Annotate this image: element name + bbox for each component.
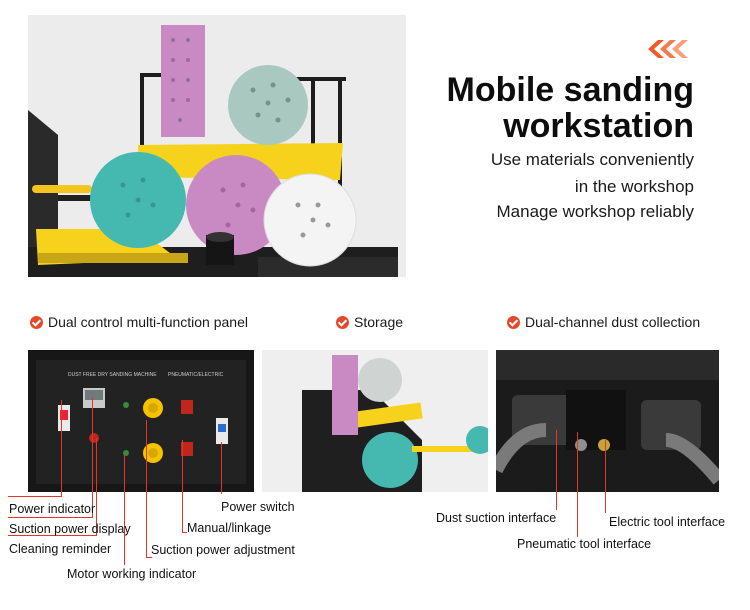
hero-title-line2: workstation xyxy=(503,107,694,145)
feature-storage-label: Storage xyxy=(354,314,404,330)
label-suction-power-adjustment: Suction power adjustment xyxy=(151,543,295,557)
feature-panel: Dual control multi-function panel xyxy=(30,314,248,330)
label-power-switch: Power switch xyxy=(221,500,295,514)
hero-product-photo xyxy=(28,15,406,277)
panel-header-text: DUST FREE DRY SANDING MACHINE xyxy=(68,372,157,378)
label-suction-power-display: Suction power display xyxy=(9,522,131,536)
hero-title-line1: Mobile sanding xyxy=(446,71,694,109)
feature-panel-label: Dual control multi-function panel xyxy=(48,314,248,330)
hero-title: Mobile sanding workstation xyxy=(447,72,694,144)
feature-dust: Dual-channel dust collection xyxy=(507,314,700,330)
label-electric-tool-interface: Electric tool interface xyxy=(609,515,726,529)
label-manual-linkage: Manual/linkage xyxy=(187,521,272,535)
control-panel-photo: DUST FREE DRY SANDING MACHINE PNEUMATIC/… xyxy=(28,350,254,492)
feature-dust-label: Dual-channel dust collection xyxy=(525,314,701,330)
check-icon xyxy=(336,315,349,329)
storage-photo xyxy=(262,350,488,492)
label-dust-suction-interface: Dust suction interface xyxy=(436,511,557,525)
label-motor-working-indicator: Motor working indicator xyxy=(67,567,197,581)
label-power-indicator: Power indicator xyxy=(9,502,96,516)
label-pneumatic-tool-interface: Pneumatic tool interface xyxy=(517,537,652,551)
hero-sub-2: in the workshop xyxy=(574,177,694,196)
chevrons-icon xyxy=(648,40,694,63)
hero-sub-1: Use materials conveniently xyxy=(490,150,694,169)
feature-storage: Storage xyxy=(336,314,403,330)
hero-sub-3: Manage workshop reliably xyxy=(496,202,695,221)
panel-header2-text: PNEUMATIC/ELECTRIC xyxy=(168,372,224,378)
dust-collection-photo xyxy=(496,350,719,492)
label-cleaning-reminder: Cleaning reminder xyxy=(9,542,112,556)
check-icon xyxy=(507,315,520,329)
check-icon xyxy=(30,315,43,329)
